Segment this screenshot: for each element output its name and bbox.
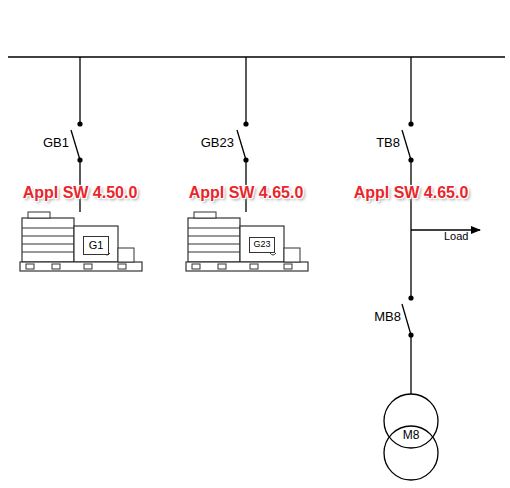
contact-dot (77, 157, 82, 162)
software-version: Appl SW 4.65.0 (189, 184, 304, 202)
generator-name: G23 (250, 240, 274, 250)
contact-dot (243, 157, 248, 162)
generator-name: G1 (84, 239, 108, 251)
busbar (8, 56, 505, 57)
transformer-symbol: M8 (382, 392, 440, 482)
contact-dot (408, 121, 413, 126)
wire (410, 57, 411, 124)
breaker-label: MB8 (374, 310, 401, 324)
wire (245, 57, 246, 124)
contact-dot (408, 295, 413, 300)
contact-dot (408, 157, 413, 162)
contact-dot (77, 121, 82, 126)
breaker-blade (71, 130, 80, 160)
genset-icon (20, 212, 142, 271)
wire (79, 57, 80, 124)
transformer-name: M8 (382, 429, 440, 442)
genset-icon (186, 212, 308, 271)
software-version: Appl SW 4.65.0 (354, 184, 469, 202)
contact-dot (408, 332, 413, 337)
generator-name-box: G1 (83, 236, 109, 255)
breaker-label: GB23 (201, 136, 234, 150)
breaker-blade (402, 130, 411, 160)
wire (410, 160, 411, 298)
contact-dot (243, 121, 248, 126)
breaker-label: GB1 (43, 136, 69, 150)
load-label: Load (444, 230, 468, 242)
software-version: Appl SW 4.50.0 (23, 184, 138, 202)
breaker-blade (237, 130, 246, 160)
wire (410, 335, 411, 394)
generator-name-box: G23 (249, 237, 275, 253)
breaker-blade (402, 304, 411, 335)
breaker-label: TB8 (376, 136, 400, 150)
